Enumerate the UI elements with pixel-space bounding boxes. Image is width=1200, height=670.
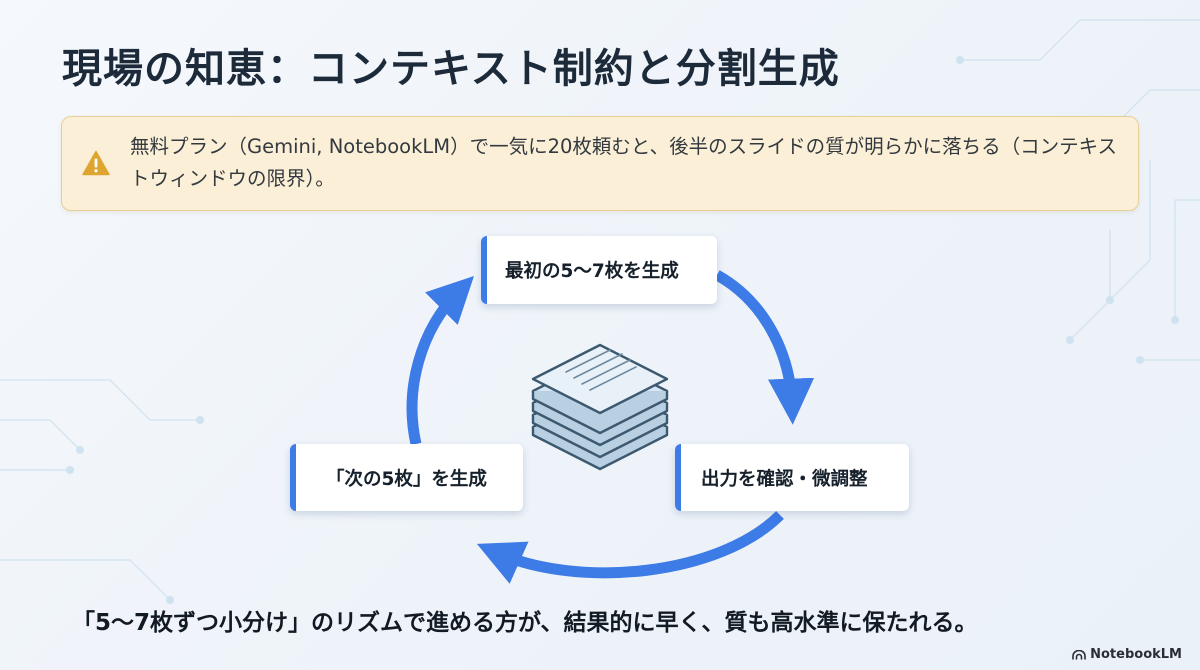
cycle-arrow-left <box>406 275 474 446</box>
warning-text: 無料プラン（Gemini, NotebookLM）で一気に20枚頼むと、後半のス… <box>130 135 1118 190</box>
notebooklm-logo-icon <box>1072 649 1086 659</box>
warning-callout: 無料プラン（Gemini, NotebookLM）で一気に20枚頼むと、後半のス… <box>61 116 1139 211</box>
conclusion-text: 「5〜7枚ずつ小分け」のリズムで進める方が、結果的に早く、質も高水準に保たれる。 <box>72 610 978 636</box>
document-stack-icon <box>531 343 669 471</box>
cycle-step-first-batch: 最初の5〜7枚を生成 <box>481 236 717 304</box>
page-title: 現場の知恵：コンテキスト制約と分割生成 <box>62 46 840 92</box>
cycle-arrow-top-right <box>714 270 815 425</box>
cycle-step-next-batch: 「次の5枚」を生成 <box>290 444 523 511</box>
cycle-arrow-bottom <box>476 511 784 584</box>
brand-name: NotebookLM <box>1090 647 1182 662</box>
warning-triangle-icon <box>82 150 110 176</box>
brand-watermark: NotebookLM <box>1072 647 1182 662</box>
cycle-step-review: 出力を確認・微調整 <box>675 444 909 511</box>
